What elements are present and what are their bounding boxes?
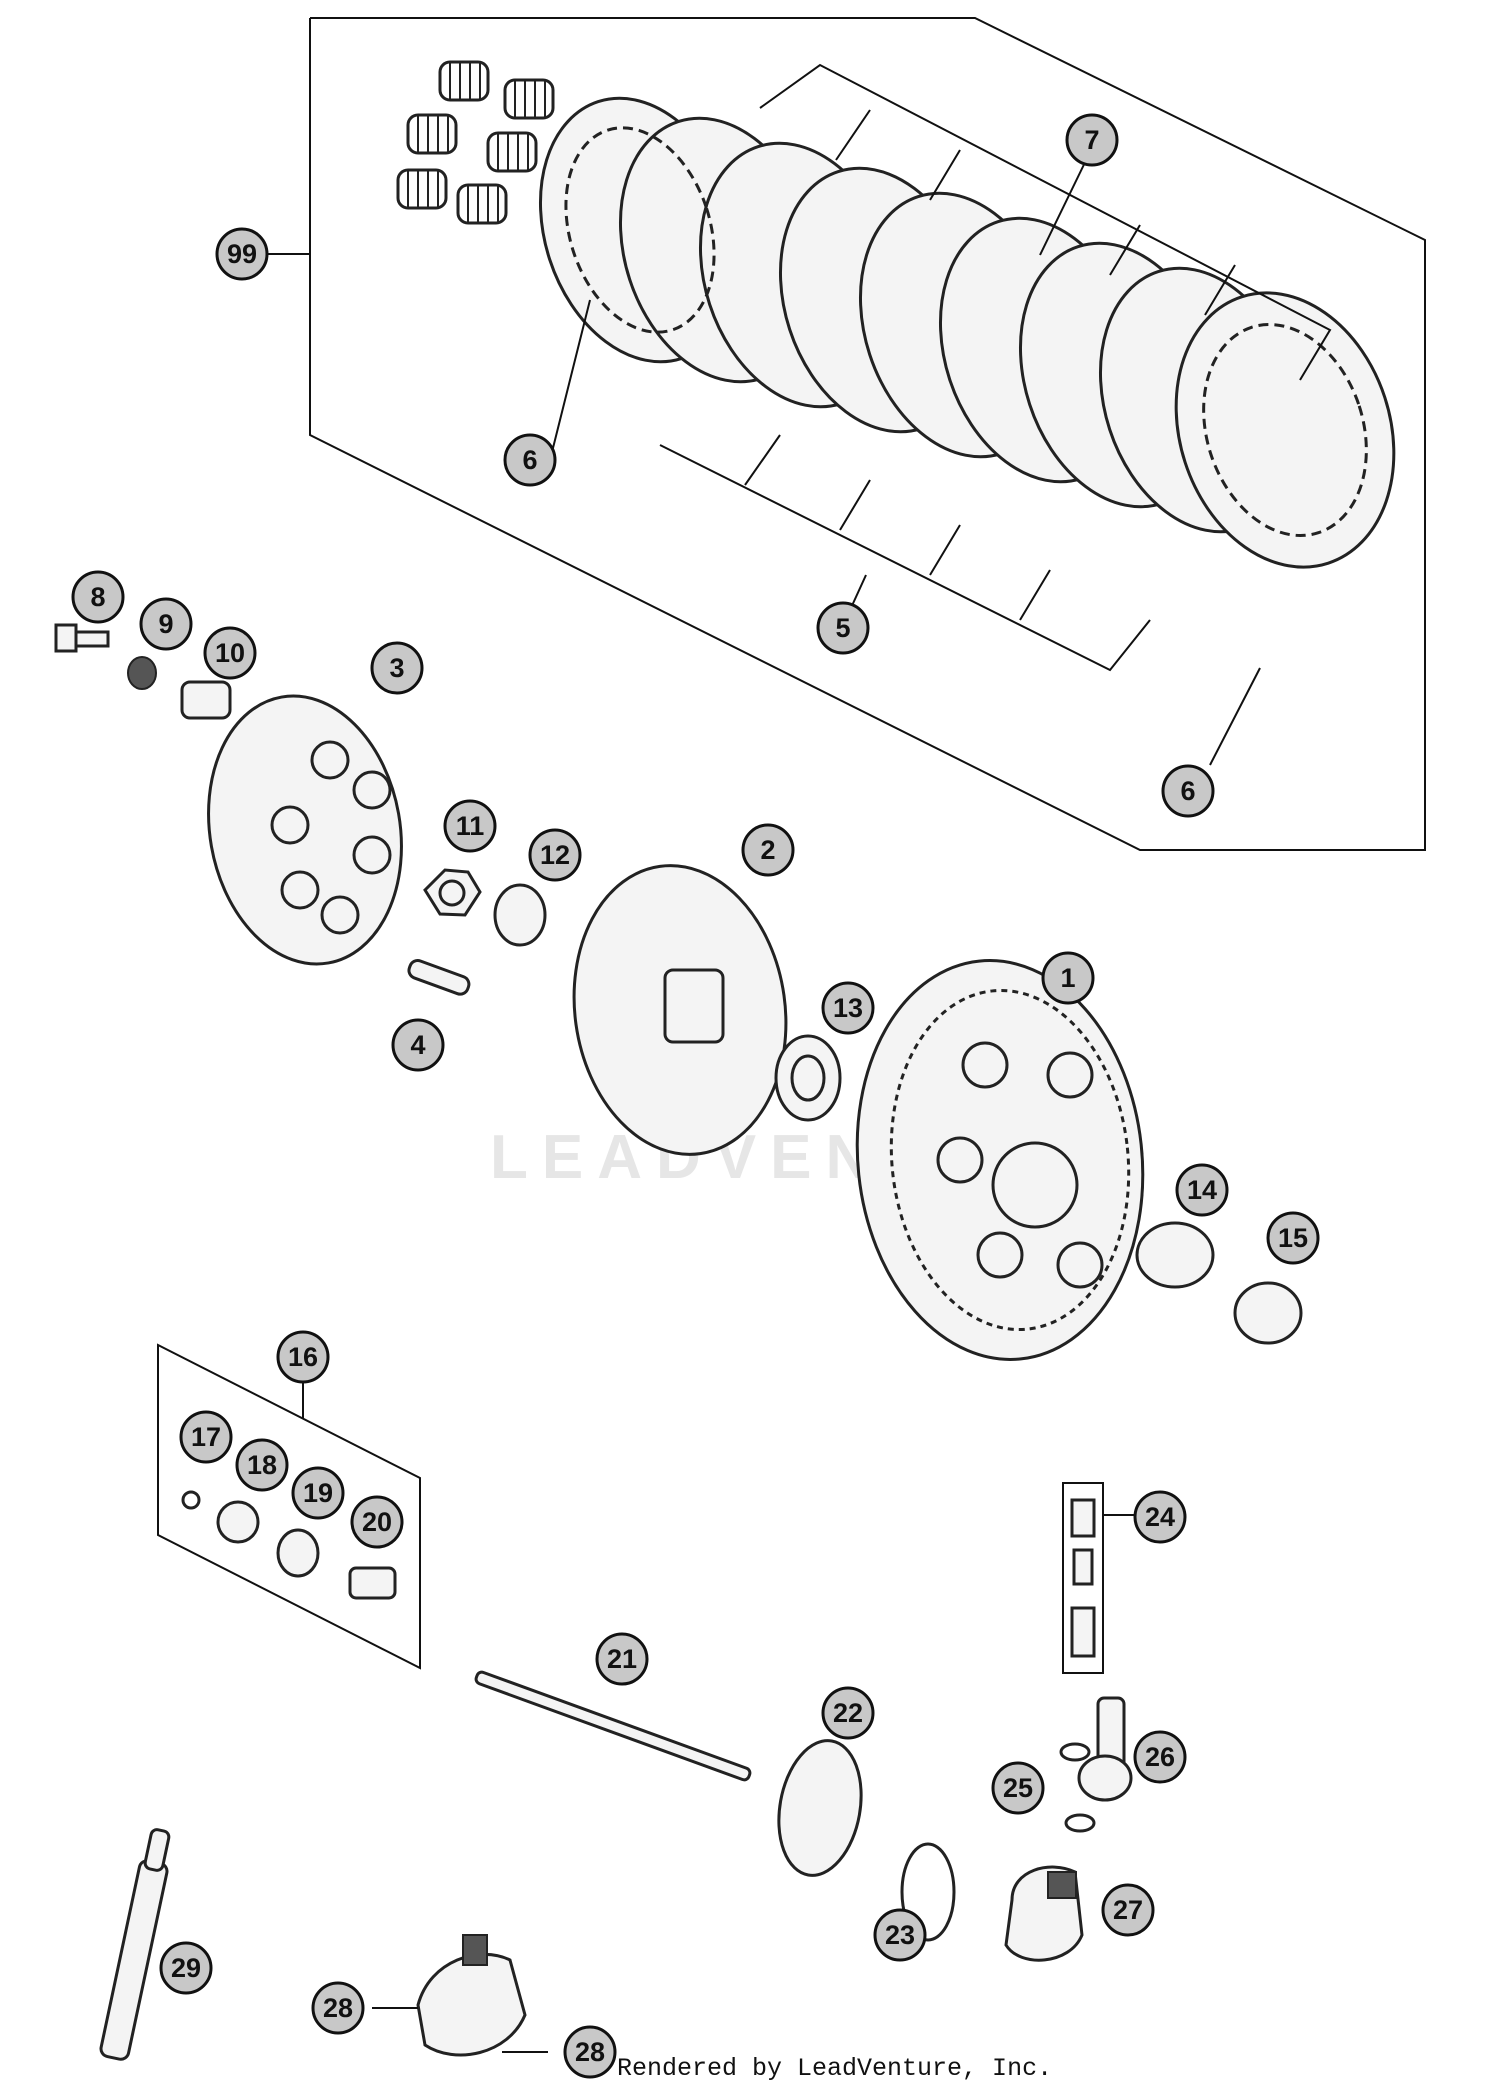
callout-26[interactable]: 26 bbox=[1133, 1730, 1187, 1784]
callout-19[interactable]: 19 bbox=[291, 1466, 345, 1520]
slave-cylinder-part bbox=[1004, 1865, 1084, 1962]
svg-text:13: 13 bbox=[833, 993, 863, 1023]
svg-text:6: 6 bbox=[1180, 776, 1195, 806]
svg-text:6: 6 bbox=[522, 445, 537, 475]
callout-7[interactable]: 7 bbox=[1065, 113, 1119, 167]
callout-15[interactable]: 15 bbox=[1266, 1211, 1320, 1265]
svg-text:5: 5 bbox=[835, 613, 850, 643]
nut-part bbox=[423, 868, 482, 917]
callout-22[interactable]: 22 bbox=[821, 1686, 875, 1740]
callout-17[interactable]: 17 bbox=[179, 1410, 233, 1464]
callout-13[interactable]: 13 bbox=[821, 981, 875, 1035]
svg-text:3: 3 bbox=[389, 653, 404, 683]
callout-28-left[interactable]: 28 bbox=[311, 1981, 365, 2035]
o-ring-part bbox=[900, 1842, 956, 1942]
bushing-part bbox=[1135, 1221, 1215, 1289]
svg-text:16: 16 bbox=[288, 1342, 318, 1372]
svg-text:19: 19 bbox=[303, 1478, 333, 1508]
callout-3[interactable]: 3 bbox=[370, 641, 424, 695]
callout-2[interactable]: 2 bbox=[741, 823, 795, 877]
callout-10[interactable]: 10 bbox=[203, 626, 257, 680]
svg-text:1: 1 bbox=[1060, 963, 1075, 993]
callout-1[interactable]: 1 bbox=[1041, 951, 1095, 1005]
svg-text:22: 22 bbox=[833, 1698, 863, 1728]
svg-text:7: 7 bbox=[1084, 125, 1099, 155]
pressure-plate-part bbox=[207, 694, 403, 966]
svg-text:29: 29 bbox=[171, 1953, 201, 1983]
callout-9[interactable]: 9 bbox=[139, 597, 193, 651]
banjo-fitting-part bbox=[1059, 1696, 1133, 1833]
clutch-basket-part bbox=[855, 959, 1145, 1361]
svg-text:28: 28 bbox=[575, 2037, 605, 2067]
svg-text:8: 8 bbox=[90, 582, 105, 612]
svg-text:9: 9 bbox=[158, 609, 173, 639]
callout-27[interactable]: 27 bbox=[1101, 1883, 1155, 1937]
svg-text:18: 18 bbox=[247, 1450, 277, 1480]
callout-18[interactable]: 18 bbox=[235, 1438, 289, 1492]
plate-leader-lines bbox=[549, 63, 1332, 766]
grease-syringe-part bbox=[99, 1828, 171, 2061]
clutch-springs bbox=[396, 60, 555, 225]
clutch-hub-part bbox=[572, 864, 788, 1156]
svg-text:17: 17 bbox=[191, 1422, 221, 1452]
svg-text:26: 26 bbox=[1145, 1742, 1175, 1772]
clutch-plate-stack bbox=[538, 96, 1396, 569]
callout-23[interactable]: 23 bbox=[873, 1908, 927, 1962]
svg-text:4: 4 bbox=[410, 1030, 425, 1060]
pin-part bbox=[407, 959, 471, 996]
callout-8[interactable]: 8 bbox=[71, 570, 125, 624]
callout-6-bottom[interactable]: 6 bbox=[1161, 764, 1215, 818]
svg-text:15: 15 bbox=[1278, 1223, 1308, 1253]
spring-part bbox=[180, 680, 232, 720]
bolt-part bbox=[54, 623, 110, 653]
callout-5[interactable]: 5 bbox=[816, 601, 870, 655]
svg-text:24: 24 bbox=[1145, 1502, 1175, 1532]
washer-part bbox=[127, 656, 157, 690]
svg-text:12: 12 bbox=[540, 840, 570, 870]
gasket-part bbox=[777, 1739, 863, 1877]
callout-99[interactable]: 99 bbox=[215, 227, 269, 281]
thrust-washer-part bbox=[774, 1034, 842, 1122]
callout-11[interactable]: 11 bbox=[443, 799, 497, 853]
svg-text:23: 23 bbox=[885, 1920, 915, 1950]
svg-text:2: 2 bbox=[760, 835, 775, 865]
callout-21[interactable]: 21 bbox=[595, 1632, 649, 1686]
push-rod-part bbox=[474, 1670, 752, 1782]
sleeve-part bbox=[1233, 1281, 1303, 1345]
svg-text:28: 28 bbox=[323, 1993, 353, 2023]
svg-text:20: 20 bbox=[362, 1507, 392, 1537]
callout-6-top[interactable]: 6 bbox=[503, 433, 557, 487]
clutch-kit-frame bbox=[262, 17, 1426, 851]
svg-text:21: 21 bbox=[607, 1644, 637, 1674]
callout-24[interactable]: 24 bbox=[1133, 1490, 1187, 1544]
slave-cylinder-assembly-part bbox=[372, 1934, 548, 2057]
svg-text:25: 25 bbox=[1003, 1773, 1033, 1803]
footer-text: Rendered by LeadVenture, Inc. bbox=[617, 2054, 1052, 2083]
callout-12[interactable]: 12 bbox=[528, 828, 582, 882]
callouts: 99 7 6 5 6 8 9 10 3 11 12 2 4 13 1 14 15… bbox=[71, 113, 1320, 2079]
svg-text:99: 99 bbox=[227, 239, 257, 269]
svg-text:14: 14 bbox=[1187, 1175, 1217, 1205]
lock-washer-part bbox=[493, 883, 547, 947]
callout-29[interactable]: 29 bbox=[159, 1941, 213, 1995]
svg-text:10: 10 bbox=[215, 638, 245, 668]
svg-text:11: 11 bbox=[456, 811, 485, 841]
callout-28-right[interactable]: 28 bbox=[563, 2025, 617, 2079]
callout-25[interactable]: 25 bbox=[991, 1761, 1045, 1815]
callout-16[interactable]: 16 bbox=[276, 1330, 330, 1384]
bleeder-valve-frame bbox=[1062, 1482, 1138, 1674]
callout-14[interactable]: 14 bbox=[1175, 1163, 1229, 1217]
callout-4[interactable]: 4 bbox=[391, 1018, 445, 1072]
callout-20[interactable]: 20 bbox=[350, 1495, 404, 1549]
svg-text:27: 27 bbox=[1113, 1895, 1143, 1925]
pressure-piece-kit-frame bbox=[157, 1343, 421, 1670]
